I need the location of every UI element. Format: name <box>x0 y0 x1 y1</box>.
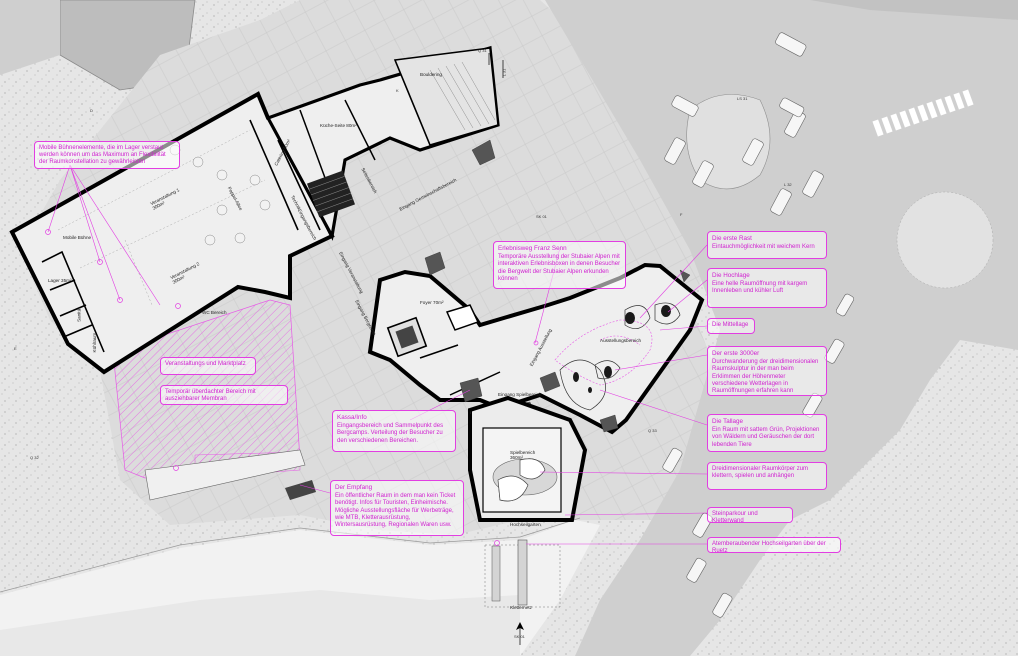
crosswalk <box>872 89 974 137</box>
callout-kassa-title: Kassa/Info <box>337 414 367 421</box>
roundabout <box>896 191 994 289</box>
parked-cars <box>662 32 855 618</box>
blob-dark <box>573 305 671 393</box>
marker-l31: L 31 <box>501 68 507 77</box>
callout-erlebnisweg-body: Temporäre Ausstellung der Stubaier Alpen… <box>498 254 621 282</box>
marker-q31: Q 31 <box>478 48 487 53</box>
marker-l32: L 32 <box>784 182 792 187</box>
ropes-bar <box>517 539 528 606</box>
callout-rast-title: Die erste Rast <box>712 235 752 242</box>
label-spielbereich: Spielbereich <box>510 450 536 455</box>
hall-grid <box>57 129 266 306</box>
callout-kassa-body: Eingangsbereich und Sammelpunkt des Berg… <box>337 423 444 444</box>
room-hochseilgarten: Hochseilgarten <box>510 522 541 527</box>
marker-q33: Q 33 <box>648 428 657 433</box>
room-eingang-spiel: Eingang Spielbereich <box>498 392 542 397</box>
road-east <box>545 0 1018 656</box>
callout-hochlage-title: Die Hochlage <box>712 272 750 279</box>
event-hall <box>9 91 335 375</box>
callout-empfang: Der Empfang Ein öffentlicher Raum in dem… <box>330 480 464 536</box>
room-lager: Lager 35m² <box>48 278 72 283</box>
marker-q32: Q 32 <box>30 455 39 460</box>
marker-d: D <box>90 108 93 113</box>
callout-rast: Die erste Rast Eintauchmöglichkeit mit w… <box>707 231 827 259</box>
callout-tallage: Die Tallage Ein Raum mit sattem Grün, Pr… <box>707 414 827 452</box>
north-arrow <box>516 622 524 630</box>
marker-sk01-top: SK 01 <box>536 214 547 219</box>
callout-empfang-title: Der Empfang <box>335 484 373 491</box>
callout-buehnen-text: Mobile Bühnenelemente, die im Lager vers… <box>39 145 166 166</box>
room-bouldering: Bouldering <box>420 72 442 77</box>
callout-raumkoerper-text: Dreidimensionaler Raumkörper zum kletter… <box>712 466 809 480</box>
hall-walls <box>41 119 321 353</box>
membrane-bar-2 <box>285 480 316 500</box>
room-spielbereich: Spielbereich 360m² <box>510 450 535 460</box>
ropes-bar-2 <box>491 545 501 602</box>
callout-buehnen: Mobile Bühnenelemente, die im Lager vers… <box>34 141 180 169</box>
callout-3000er-title: Der erste 3000er <box>712 350 760 357</box>
bouldering-lines <box>429 61 496 131</box>
room-kuehlraum: Kühlraum <box>92 332 98 353</box>
callout-kassa: Kassa/Info Eingangsbereich und Sammelpun… <box>332 410 456 452</box>
foyer-kiosk <box>445 304 480 331</box>
marker-k: K <box>396 88 399 93</box>
callout-mittellage-text: Die Mittellage <box>712 322 749 328</box>
neighbor-roof <box>0 0 60 75</box>
exhibition-blobs <box>559 302 681 411</box>
callout-tallage-title: Die Tallage <box>712 418 744 425</box>
callout-hochseilgarten-text: Atemberaubender Hochseilgarten über der … <box>712 541 826 555</box>
callout-steinparkour-text: Steinparkour und Kletterwand <box>712 511 758 525</box>
magenta-paths <box>554 319 653 386</box>
room-kueche: Küche-Seite 80m² <box>320 123 357 128</box>
callout-leaders <box>47 164 708 545</box>
membrane-bar <box>144 449 306 501</box>
sections <box>488 53 521 645</box>
callout-empfang-body: Ein öffentlicher Raum in dem man kein Ti… <box>335 493 456 529</box>
callout-ueberdacht: Temporär überdachter Bereich mit auszieh… <box>160 385 288 405</box>
room-mobile-buehne: Mobile Bühne <box>63 235 92 240</box>
marker-ls31: LS 31 <box>737 96 748 101</box>
callout-tallage-body: Ein Raum mit sattem Grün, Projektionen v… <box>712 427 820 448</box>
room-ausstellung: Ausstellungsbereich <box>600 338 642 343</box>
callout-markt: Veranstaltungs und Marktplatz <box>160 357 256 375</box>
callout-dots <box>45 229 539 546</box>
callout-hochlage: Die Hochlage Eine helle Raumöffnung mit … <box>707 268 827 308</box>
room-wc: WC Bereich <box>202 310 227 315</box>
callout-ueberdacht-text: Temporär überdachter Bereich mit auszieh… <box>165 389 256 403</box>
room-sanitaer: Sanitär <box>76 307 82 322</box>
callout-markt-text: Veranstaltungs und Marktplatz <box>165 361 246 367</box>
marker-i: I <box>470 410 472 415</box>
callout-erlebnisweg: Erlebnisweg Franz Senn Temporäre Ausstel… <box>493 241 626 289</box>
callout-3000er-body: Durchwanderung der dreidimensionalen Rau… <box>712 359 819 395</box>
callout-steinparkour: Steinparkour und Kletterwand <box>707 507 793 525</box>
callout-mittellage: Die Mittellage <box>707 318 755 334</box>
room-kletternetz: Kletternetz <box>510 605 532 610</box>
annex-wall-2 <box>344 99 376 161</box>
callout-raumkoerper: Dreidimensionaler Raumkörper zum kletter… <box>707 462 827 490</box>
bouldering-room <box>393 47 499 146</box>
area-spielbereich: 360m² <box>510 455 524 461</box>
callout-rast-body: Eintauchmöglichkeit mit weichem Kern <box>712 244 815 251</box>
callout-hochseilgarten: Atemberaubender Hochseilgarten über der … <box>707 537 841 555</box>
road-strip <box>810 0 1018 20</box>
bank-south <box>0 590 520 656</box>
room-foyer: Foyer 70m² <box>420 300 444 305</box>
marker-e: E <box>14 346 17 351</box>
callout-erlebnisweg-title: Erlebnisweg Franz Senn <box>498 245 567 252</box>
marker-sk01-bottom: SK 01 <box>514 634 525 639</box>
callout-3000er: Der erste 3000er Durchwanderung der drei… <box>707 346 827 396</box>
marker-f: F <box>680 212 683 217</box>
callout-hochlage-body: Eine helle Raumöffnung mit kargem Innenl… <box>712 281 808 295</box>
